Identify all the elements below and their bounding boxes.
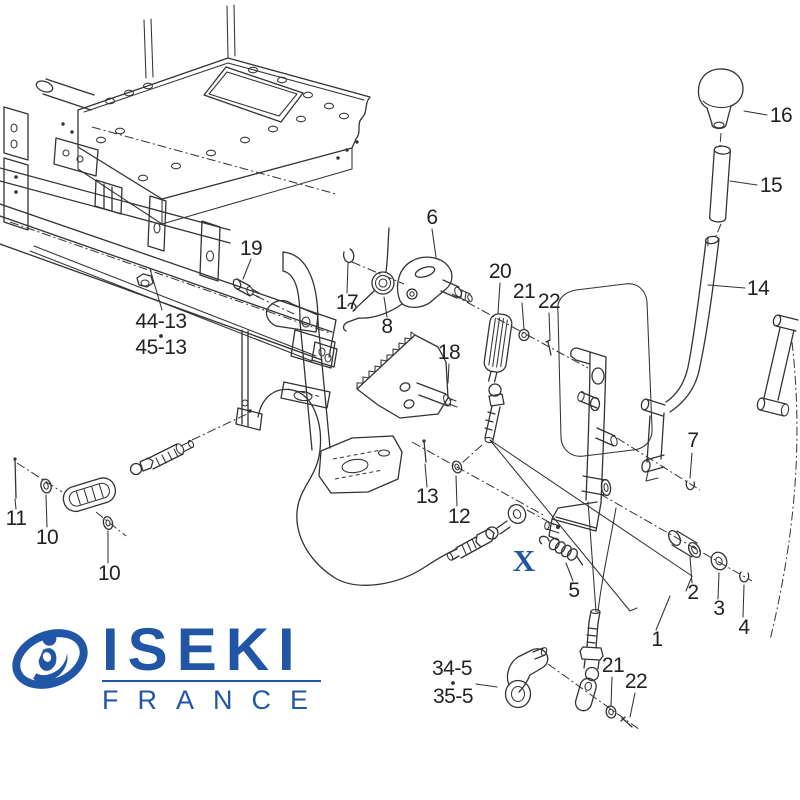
lever-knob-drawing [640, 68, 799, 482]
grip-cable-drawing [13, 413, 248, 537]
logo-divider [102, 680, 321, 683]
cable-drawing [257, 388, 584, 586]
lower-linkage-drawing [504, 501, 641, 731]
rail-44-13-drawing [0, 203, 338, 369]
seat-frame-drawing [0, 4, 371, 282]
main-bracket-drawing [489, 283, 753, 612]
logo-region-text: FRANCE [102, 685, 328, 716]
support-pipe-drawing [235, 251, 403, 494]
center-parts-drawing [342, 227, 552, 444]
iseki-france-logo: ISEKI FRANCE [10, 616, 328, 716]
logo-brand-text: ISEKI [102, 616, 304, 683]
iseki-oval-figure-icon [12, 629, 88, 689]
leader-lines [14, 110, 798, 718]
